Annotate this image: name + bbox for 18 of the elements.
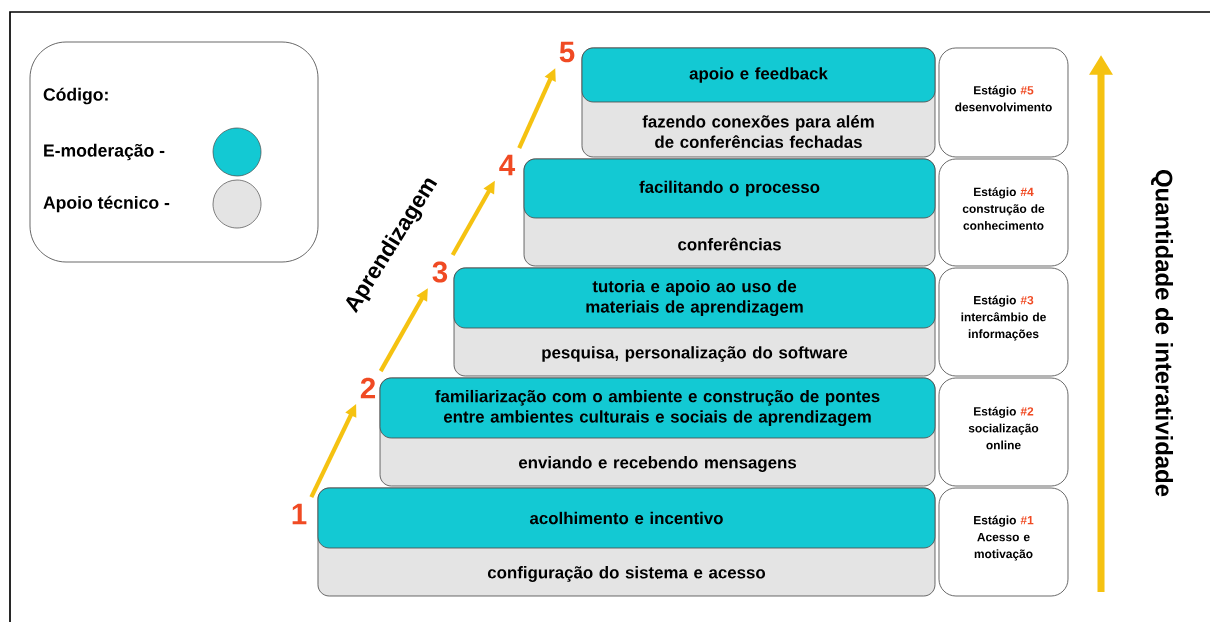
- moderation-box: acolhimento e incentivo: [317, 487, 936, 549]
- stage-box: Estágio #2 socialização online: [938, 377, 1069, 487]
- step-number: 4: [499, 154, 516, 176]
- legend-title: Código:: [43, 87, 108, 105]
- stage-box: Estágio #3 intercâmbio de informações: [938, 267, 1069, 377]
- legend-label: Apoio técnico -: [43, 195, 170, 213]
- stage-box: Estágio #1 Acesso e motivação: [938, 487, 1069, 597]
- moderation-box: familiarização com o ambiente e construção de pontes entre ambientes culturais e sociais de aprendizagem: [379, 377, 936, 439]
- legend-label: E-moderação -: [44, 143, 165, 161]
- moderation-box: facilitando o processo: [523, 158, 936, 219]
- stage-box: Estágio #4 construção de conhecimento: [938, 158, 1069, 267]
- axis-label: Quantidade de interatividade: [1151, 169, 1173, 497]
- moderation-box: apoio e feedback: [581, 47, 936, 103]
- step-number: 2: [360, 377, 376, 399]
- step-number: 5: [559, 41, 575, 63]
- moderation-box: tutoria e apoio ao uso de materiais de aprendizagem: [453, 267, 936, 329]
- stage-box: Estágio #5 desenvolvimento: [938, 47, 1069, 158]
- step-number: 1: [292, 503, 307, 525]
